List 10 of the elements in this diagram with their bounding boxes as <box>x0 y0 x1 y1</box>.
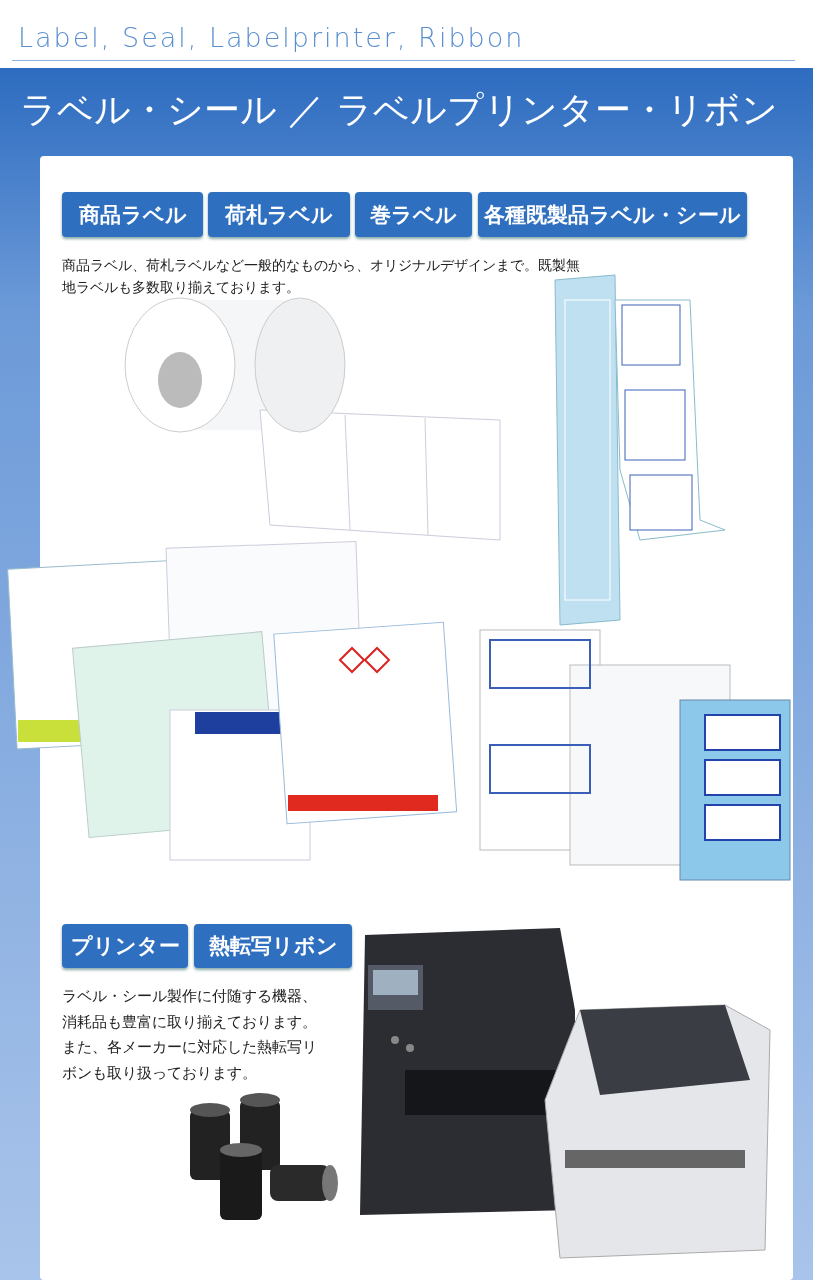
tag-box: 巻ラベル <box>355 192 472 237</box>
tag-box: 商品ラベル <box>62 192 203 237</box>
description-text: 商品ラベル、荷札ラベルなど一般的なものから、オリジナルデザインまで。既製無地ラベルも多数取り揃えております。 <box>62 256 581 297</box>
title: ラベル・シール ／ ラベルプリンター・リボン <box>20 88 778 132</box>
tag-box: プリンター <box>62 924 188 968</box>
tag-box: 荷札ラベル <box>208 192 350 237</box>
tag-box: 各種既製品ラベル・シール <box>478 192 747 237</box>
subtitle: Label, Seal, Labelprinter, Ribbon <box>18 22 525 53</box>
description-text: ラベル・シール製作に付随する機器、消耗品も豊富に取り揃えております。また、各メーカーに対応した熱転写リボンも取り扱っております。 <box>62 987 318 1083</box>
tag-box: 熱転写リボン <box>194 924 352 968</box>
